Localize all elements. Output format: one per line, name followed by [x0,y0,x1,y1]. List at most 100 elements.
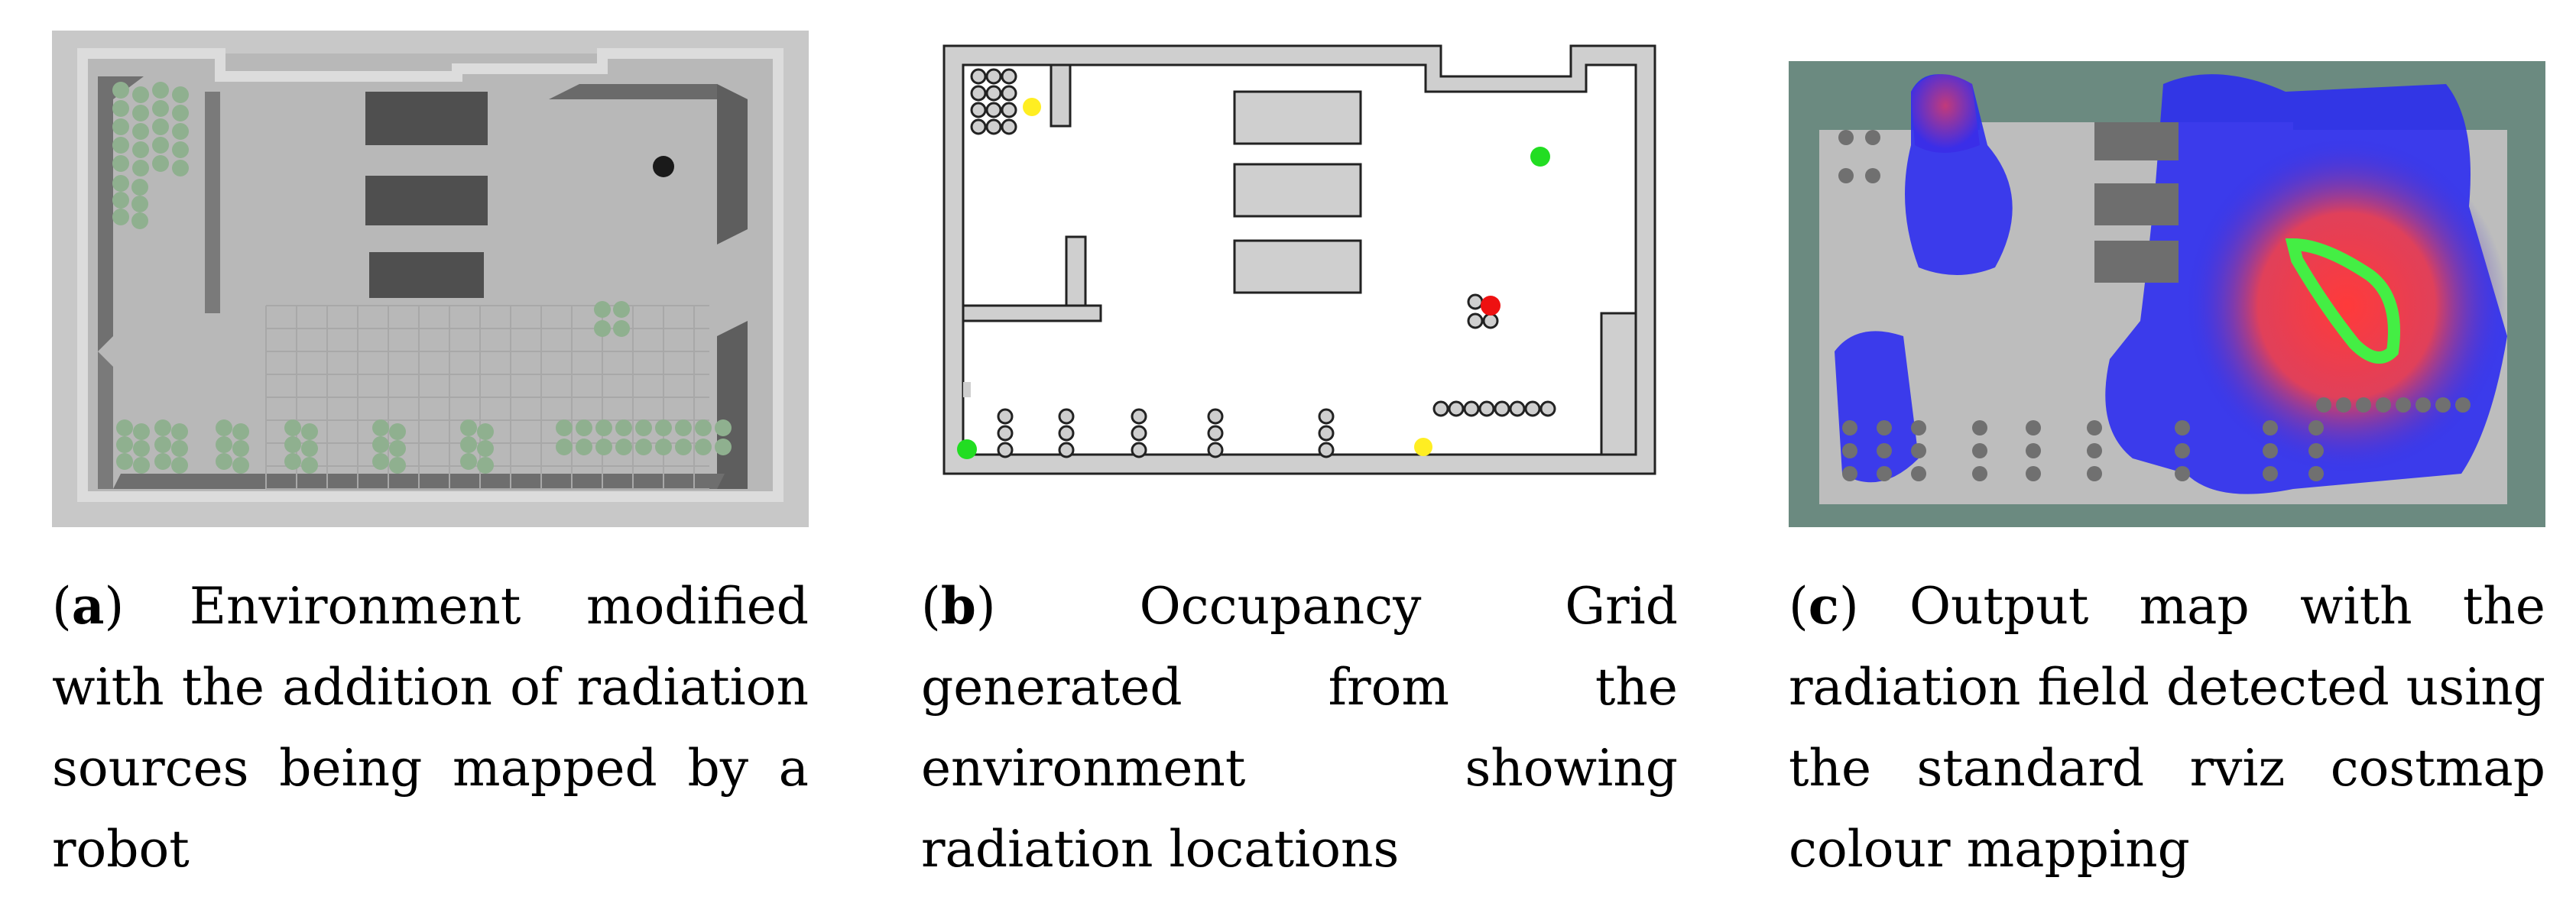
pillar-marker [1972,420,1987,435]
pillar-marker [2455,397,2471,413]
rviz-radiation-costmap [1789,61,2545,527]
caption-panel-c: (c) Output map with the radiation field … [1789,576,2545,879]
obstacle-outline [1467,312,1484,329]
obstacle-outline [1524,400,1541,417]
pillar-marker [2263,420,2278,435]
panel-a-environment-render [52,31,809,527]
obstacle-outline [1001,68,1017,85]
obstacle-outline [1448,400,1465,417]
barrel-obstacle [389,423,406,440]
barrel-obstacle [154,436,171,453]
pillar-marker [1842,443,1857,458]
barrel-obstacle [133,440,150,457]
barrel-obstacle [477,423,494,440]
barrel-obstacle [460,419,477,436]
pillar-marker [1842,466,1857,481]
barrel-obstacle [301,457,318,474]
panel-c-rviz-costmap [1789,31,2545,527]
barrel-obstacle [372,436,389,453]
barrel-obstacle [477,440,494,457]
pillar-marker [1877,443,1892,458]
obstacle-outline [1058,408,1075,425]
barrel-obstacle [635,439,652,455]
barrel-obstacle [152,82,169,99]
obstacle-outline [985,102,1002,118]
barrel-obstacle [715,419,732,436]
barrel-obstacle [576,439,592,455]
barrel-obstacle [460,436,477,453]
barrel-obstacle [112,82,129,99]
barrel-obstacle [133,457,150,474]
barrel-obstacle [301,440,318,457]
panel-b-occupancy-grid [921,31,1678,527]
barrel-obstacle [112,192,129,209]
pillar-marker [1838,130,1854,145]
barrel-obstacle [284,436,301,453]
radiation-source-yellow [1414,438,1432,456]
barrel-obstacle [152,137,169,154]
barrel-obstacle [116,453,133,470]
barrel-obstacle [132,123,149,140]
barrel-obstacle [655,419,672,436]
barrel-obstacle [372,419,389,436]
barrel-obstacle [132,86,149,103]
pillar-marker [1865,130,1880,145]
barrel-obstacle [460,453,477,470]
obstacle-outline [1318,425,1335,442]
caption-text-a: Environment modified with the addition o… [52,577,809,879]
obstacle-outline [1318,408,1335,425]
barrel-obstacle [131,196,148,212]
barrel-obstacle [655,439,672,455]
barrel-obstacle [576,419,592,436]
barrel-obstacle [232,423,249,440]
barrel-obstacle [613,301,630,318]
pillar-marker [1838,168,1854,183]
pillar-marker [2396,397,2411,413]
barrel-obstacle [133,423,150,440]
barrel-obstacle [284,453,301,470]
barrel-obstacle [301,423,318,440]
environment-3d-view [52,31,809,527]
pillar-marker [2175,420,2190,435]
radiation-source-red [1481,296,1501,316]
barrel-obstacle [171,457,188,474]
obstacle-outline [970,102,987,118]
barrel-obstacle [112,137,129,154]
pillar-marker [1877,466,1892,481]
obstacle-outline [970,118,987,135]
barrel-obstacle [372,453,389,470]
panel-label-a: a [71,576,105,636]
barrel-obstacle [131,179,148,196]
obstacle-outline [1131,408,1147,425]
barrel-obstacle [112,209,129,225]
pillar-marker [1911,466,1926,481]
obstacle-outline [985,118,1002,135]
obstacle-outline [997,442,1014,458]
barrel-obstacle [635,419,652,436]
obstacle-outline [1207,408,1224,425]
pillar-marker [2356,397,2371,413]
barrel-obstacle [284,419,301,436]
pillar-marker [2026,420,2041,435]
barrel-obstacle [389,457,406,474]
barrel-obstacle [132,141,149,158]
obstacle-outline [1001,118,1017,135]
pillar-marker [2415,397,2431,413]
obstacle-outline [1131,442,1147,458]
barrel-obstacle [216,453,232,470]
pillar-marker [1972,443,1987,458]
obstacle-outline [997,408,1014,425]
barrel-obstacle [595,419,612,436]
barrel-obstacle [615,439,632,455]
obstacle-outline [1207,442,1224,458]
pillar-marker [2263,443,2278,458]
caption-panel-b: (b) Occupancy Grid generated from the en… [921,576,1678,879]
barrel-obstacle [172,105,189,121]
obstacle-outline [1001,102,1017,118]
barrel-obstacle [116,419,133,436]
barrel-obstacle [216,419,232,436]
pillar-marker [1842,420,1857,435]
occupancy-grid-map [921,31,1678,527]
barrel-obstacle [116,436,133,453]
barrel-obstacle [131,212,148,229]
